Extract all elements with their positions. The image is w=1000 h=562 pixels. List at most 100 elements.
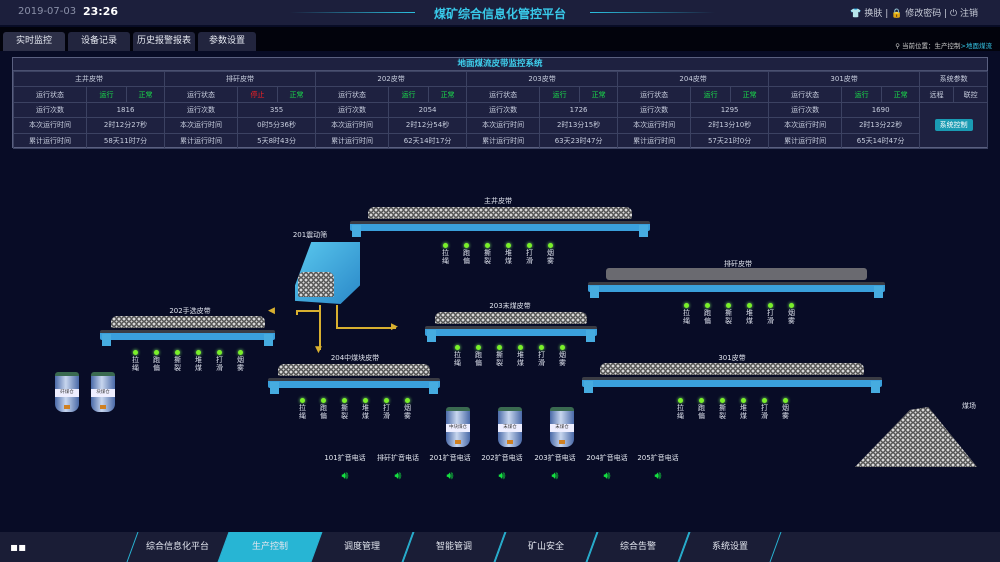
belt-support [102,334,111,346]
sensor-label: 绳 [677,412,684,420]
app-title: 煤矿综合信息化管控平台 [433,7,566,21]
speaker-icon[interactable]: 🔊︎ [654,469,662,482]
row-label: 累计运行时间 [617,132,692,149]
total-value: 65天14时47分 [841,132,921,149]
total-value: 62天14时17分 [388,132,468,149]
sensor-label: 跑 [463,249,470,257]
row-label: 累计运行时间 [768,132,843,149]
sensor-label: 跑 [698,404,705,412]
conveyor-belt[interactable] [582,363,882,395]
vibrating-screen[interactable] [295,242,360,304]
status-dot [238,350,243,355]
sensor-label: 堆 [517,351,524,359]
flow-arrow [319,305,321,350]
sensor-label: 跑 [704,309,711,317]
status-dot [300,398,305,403]
sensor-label: 堆 [362,404,369,412]
sensor-indicator: 烟雾 [552,345,573,367]
nav-item[interactable]: 矿山安全 [494,532,598,562]
broadcast-phone[interactable]: 203扩音电话🔊︎ [529,453,581,483]
tab-device-records[interactable]: 设备记录 [68,32,130,51]
sensor-label: 打 [761,404,768,412]
sensor-label: 滑 [767,317,774,325]
nav-item[interactable]: 调度管理 [310,532,414,562]
sensor-label: 绳 [132,364,139,372]
current-value: 2时13分15秒 [539,117,619,134]
broadcast-phone[interactable]: 202扩音电话🔊︎ [476,453,528,483]
count-value: 1816 [85,101,166,119]
broadcast-phone[interactable]: 204扩音电话🔊︎ [581,453,633,483]
coal-load [110,316,265,328]
broadcast-phone[interactable]: 201扩音电话🔊︎ [424,453,476,483]
speaker-icon[interactable]: 🔊︎ [341,469,349,482]
sensor-indicator: 烟雾 [397,398,418,420]
status-dot [678,398,683,403]
speaker-icon[interactable]: 🔊︎ [498,469,506,482]
nav-item[interactable]: 智能管调 [402,532,506,562]
tab-alarm-report[interactable]: 历史报警报表 [133,32,195,51]
sensor-indicator: 堆煤 [733,398,754,420]
row-label: 运行状态 [315,86,390,103]
silo-outlet [100,405,106,409]
apps-grid-icon[interactable]: ▪▪ [10,540,27,554]
health-status: 正常 [125,86,166,103]
row-label: 运行状态 [768,86,843,103]
sensor-indicator: 烟雾 [230,350,251,372]
status-dot [443,243,448,248]
sensor-indicator: 跑偏 [313,398,334,420]
skin-link[interactable]: 换肤 [864,9,883,19]
conveyor-belt[interactable] [425,312,597,344]
conveyor-belt[interactable] [588,268,885,300]
coal-silo[interactable]: 末煤仓 [498,407,522,447]
sensor-indicator: 打滑 [376,398,397,420]
conveyor-belt[interactable] [100,316,275,348]
title-divider [290,12,415,13]
broadcast-phone[interactable]: 101扩音电话🔊︎ [319,453,371,483]
change-password-link[interactable]: 修改密码 [905,9,942,19]
system-control-button[interactable]: 系统控制 [934,119,973,132]
row-label: 本次运行时间 [466,117,541,134]
sensor-label: 煤 [746,317,753,325]
status-dot [363,398,368,403]
status-dot [133,350,138,355]
nav-label: 智能管调 [435,542,472,552]
speaker-icon[interactable]: 🔊︎ [394,469,402,482]
nav-item[interactable]: 系统设置 [678,532,782,562]
tab-params[interactable]: 参数设置 [198,32,256,51]
coal-silo[interactable]: 中块煤仓 [446,407,470,447]
broadcast-phone[interactable]: 205扩音电话🔊︎ [632,453,684,483]
table-caption: 地面煤流皮带监控系统 [13,58,987,71]
sensor-indicator: 拉绳 [676,303,697,325]
coal-silo[interactable]: 块煤仓 [91,372,115,412]
status-dot [705,303,710,308]
breadcrumb-production[interactable]: 生产控制 [934,42,961,50]
belt-header: 203皮带 [466,70,619,88]
current-value: 2时12分27秒 [85,117,166,134]
status-dot [455,345,460,350]
nav-item[interactable]: 综合告警 [586,532,690,562]
belt-support [874,286,883,298]
sensor-label: 偏 [475,359,482,367]
status-dot [768,303,773,308]
nav-item[interactable]: 综合信息化平台 [126,532,230,562]
broadcast-phone[interactable]: 排矸扩音电话🔊︎ [372,453,424,483]
nav-label: 综合信息化平台 [146,542,210,552]
conveyor-belt[interactable] [350,207,650,239]
total-value: 57天21时0分 [690,132,770,149]
coal-silo[interactable]: 矸煤仓 [55,372,79,412]
speaker-icon[interactable]: 🔊︎ [551,469,559,482]
nav-item[interactable]: 生产控制 [218,532,322,562]
sensor-indicator: 撕裂 [334,398,355,420]
speaker-icon[interactable]: 🔊︎ [603,469,611,482]
total-value: 63天23时47分 [539,132,619,149]
coal-silo[interactable]: 末煤仓 [550,407,574,447]
sensor-indicator: 打滑 [531,345,552,367]
header: 2019-07-03 23:26 煤矿综合信息化管控平台 👕 换肤 | 🔒 修改… [0,0,1000,25]
status-dot [762,398,767,403]
speaker-icon[interactable]: 🔊︎ [446,469,454,482]
tab-realtime[interactable]: 实时监控 [3,32,65,51]
sensor-label: 烟 [559,351,566,359]
conveyor-belt[interactable] [268,364,440,396]
location-icon: ⚲ [895,42,900,50]
logout-link[interactable]: 注销 [959,9,978,19]
